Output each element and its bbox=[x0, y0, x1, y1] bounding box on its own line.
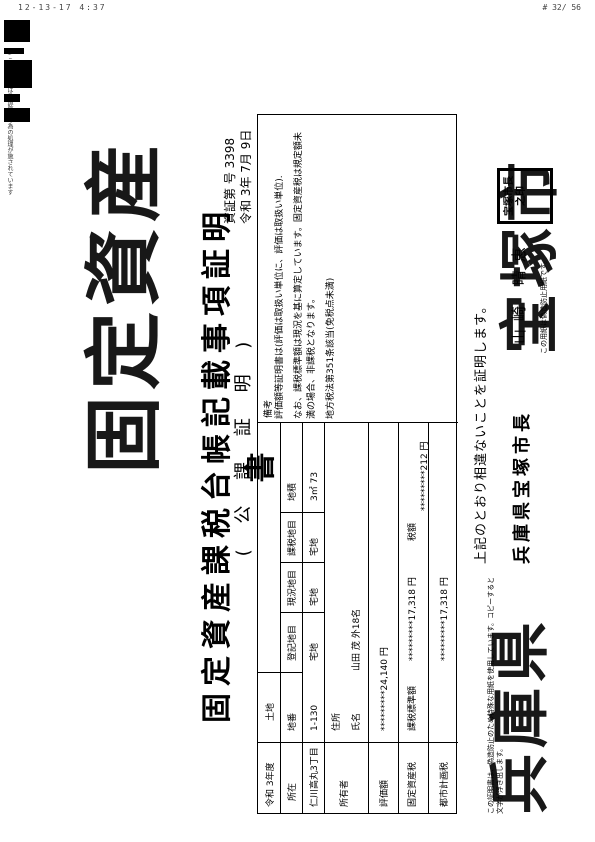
city-tax-label: 都市計画税 bbox=[440, 761, 450, 807]
side-bars-mark bbox=[4, 20, 34, 125]
fixed-tax-value: *********17,318 円 bbox=[408, 577, 418, 661]
col-area: 地積 bbox=[288, 482, 298, 501]
fiscal-year: 令和 3年度 bbox=[266, 762, 276, 807]
document-subtitle: ( 公 課 証 明 ) bbox=[233, 331, 254, 557]
tax-amount-value: *********212 円 bbox=[420, 441, 430, 511]
tax-base-label: 課税標準額 bbox=[408, 685, 418, 731]
tax-amount-label: 税額 bbox=[408, 522, 418, 541]
lot-value: 1-130 bbox=[310, 704, 320, 731]
owner-name-label: 氏名 bbox=[352, 712, 362, 731]
col-registered-category: 登記地目 bbox=[288, 624, 298, 661]
doc-number-value: 3398 bbox=[223, 137, 237, 169]
background-watermark-b: 兵庫県 bbox=[486, 616, 556, 814]
tax-category-value: 宅地 bbox=[310, 537, 320, 556]
certify-statement: 上記のとおり相違ないことを証明します。 bbox=[474, 299, 489, 564]
certificate-page: 固定資産 兵庫県 宝塚市 固定資産課税台帳記載事項証明書 ( 公 課 証 明 )… bbox=[42, 64, 566, 824]
side-note: ※このの文書は偽造防止の為の処理が施されています bbox=[6, 50, 13, 195]
anti-forgery-note: この証明書は、偽造防止のため特殊な用紙を使用しています。コピーすると文字が浮き出… bbox=[487, 576, 504, 814]
registered-category-value: 宅地 bbox=[310, 642, 320, 661]
fax-header-right: # 32/ 56 bbox=[542, 3, 581, 12]
remarks-text: 評価額等証明書は(評価は取扱い単位に、評価は取扱い単位). なお、課税標準額は現… bbox=[274, 129, 344, 419]
location-value: 仁川高丸3丁目 bbox=[310, 747, 320, 807]
background-watermark: 固定資産 bbox=[79, 137, 170, 474]
area-value: 3㎡ 73 bbox=[310, 471, 320, 501]
property-type: 土地 bbox=[266, 702, 276, 721]
owner-label: 所有者 bbox=[340, 779, 350, 807]
col-lot: 地番 bbox=[288, 712, 298, 731]
owner-address-label: 住所 bbox=[332, 712, 342, 731]
current-category-value: 宅地 bbox=[310, 587, 320, 606]
fixed-tax-label: 固定資産税 bbox=[408, 761, 418, 807]
document-number: 資証第 号 3398 令和 3年 7月 9日 bbox=[222, 130, 254, 224]
value-amount: *********24,140 円 bbox=[380, 647, 390, 731]
remark-1: 評価額等証明書は(評価は取扱い単位に、評価は取扱い単位). bbox=[275, 175, 285, 419]
fax-header-left: 12-13-17 4:37 bbox=[18, 3, 107, 12]
issuer-title: 兵庫県宝塚市長 bbox=[512, 410, 533, 564]
owner-name: 山田 茂 外18名 bbox=[352, 608, 362, 671]
city-tax-value: *********17,318 円 bbox=[440, 577, 450, 661]
doc-number-line1: 資証第 号 bbox=[223, 172, 237, 224]
col-current-category: 現況地目 bbox=[288, 569, 298, 606]
issuer-name: 山崎 晴恵 bbox=[510, 239, 528, 344]
value-label: 評価額 bbox=[380, 779, 390, 807]
col-tax-category: 課税地目 bbox=[288, 519, 298, 556]
footer-note: この用紙は偽造防止用紙です。 bbox=[540, 256, 548, 354]
remark-2: なお、課税標準額は現況を基に算定しています。固定資産税は規定額未満の場合、非課税… bbox=[294, 132, 317, 419]
doc-date: 令和 3年 7月 9日 bbox=[239, 129, 253, 224]
remark-3: 地方税法第351条該当(免税点未満) bbox=[326, 277, 336, 419]
col-location: 所在 bbox=[288, 782, 298, 801]
